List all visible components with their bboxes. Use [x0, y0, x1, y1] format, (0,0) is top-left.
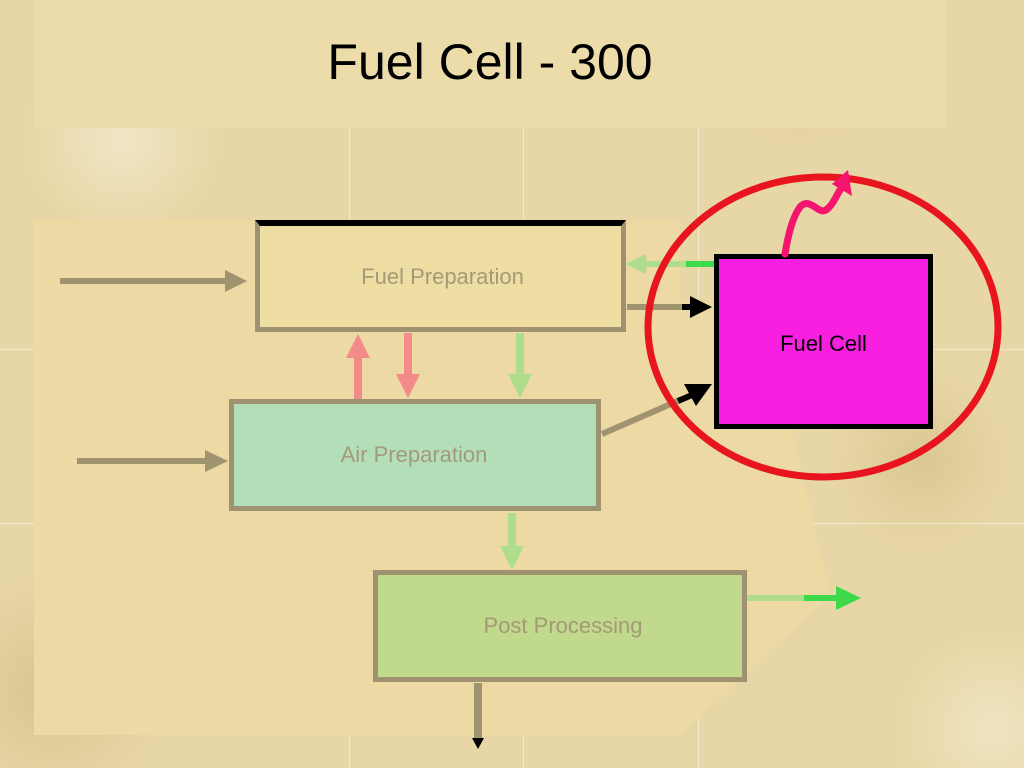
light-green-down-arrow	[508, 333, 532, 398]
fuel-cell-box: Fuel Cell	[714, 254, 933, 429]
pink-down-arrow	[396, 333, 420, 398]
post-processing-box: Post Processing	[373, 570, 747, 682]
title-panel	[34, 0, 947, 128]
exhaust-arrow	[781, 170, 852, 258]
air-feed-arrow	[600, 384, 712, 437]
air-preparation-box: Air Preparation	[229, 399, 601, 511]
slide-title: Fuel Cell - 300	[327, 34, 653, 90]
light-green-down-arrow	[500, 513, 524, 570]
fuel-preparation-box: Fuel Preparation	[255, 220, 626, 332]
highlight-circle	[644, 173, 1002, 481]
fuel-input-arrow	[60, 270, 247, 292]
post-exhaust-arrow	[472, 683, 484, 749]
pink-up-arrow	[346, 334, 370, 400]
air-input-arrow	[77, 450, 228, 472]
fuel-feed-arrow	[627, 296, 712, 318]
post-output-arrow	[746, 586, 861, 610]
